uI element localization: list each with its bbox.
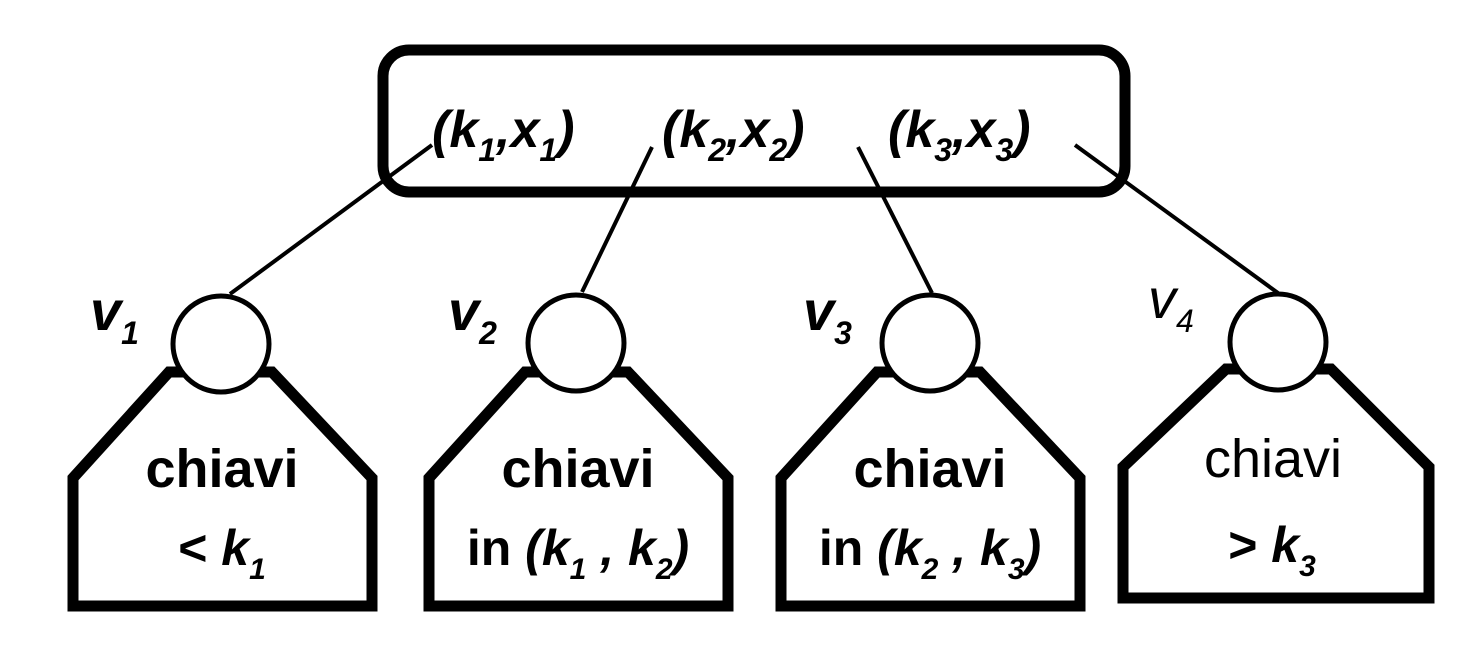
edge-v1 bbox=[228, 143, 434, 296]
subtree-v3-line2: in (k2 , k3) bbox=[819, 520, 1041, 586]
subtree-v2 bbox=[423, 366, 734, 612]
subtree-v2-line2: in (k1 , k2) bbox=[467, 520, 689, 586]
node-v2 bbox=[525, 292, 627, 394]
subtree-v1-line1: chiavi bbox=[145, 439, 298, 499]
subtree-v1-line2: < k1 bbox=[178, 520, 266, 586]
label-v3: v3 bbox=[803, 279, 852, 351]
root-node bbox=[377, 44, 1131, 198]
subtree-v3-line1: chiavi bbox=[853, 439, 1006, 499]
subtree-v4-line1: chiavi bbox=[1204, 429, 1342, 489]
root-pair-3: (k3,x3) bbox=[888, 101, 1031, 168]
subtree-v3 bbox=[775, 366, 1086, 612]
edge-v4 bbox=[1073, 143, 1280, 295]
subtree-v1 bbox=[67, 366, 378, 612]
root-pair-2: (k2,x2) bbox=[662, 101, 805, 168]
subtree-v2-line1: chiavi bbox=[501, 439, 654, 499]
node-v4 bbox=[1227, 291, 1329, 393]
label-v2: v2 bbox=[448, 279, 497, 351]
subtree-v4 bbox=[1117, 363, 1435, 604]
node-v1 bbox=[170, 293, 272, 395]
edge-v2 bbox=[580, 146, 654, 293]
edge-v3 bbox=[856, 146, 934, 294]
subtree-v4-line2: > k3 bbox=[1228, 517, 1316, 583]
label-v4: v4 bbox=[1148, 267, 1194, 339]
root-pair-1: (k1,x1) bbox=[432, 101, 575, 168]
label-v1: v1 bbox=[90, 279, 139, 351]
node-v3 bbox=[879, 292, 981, 394]
